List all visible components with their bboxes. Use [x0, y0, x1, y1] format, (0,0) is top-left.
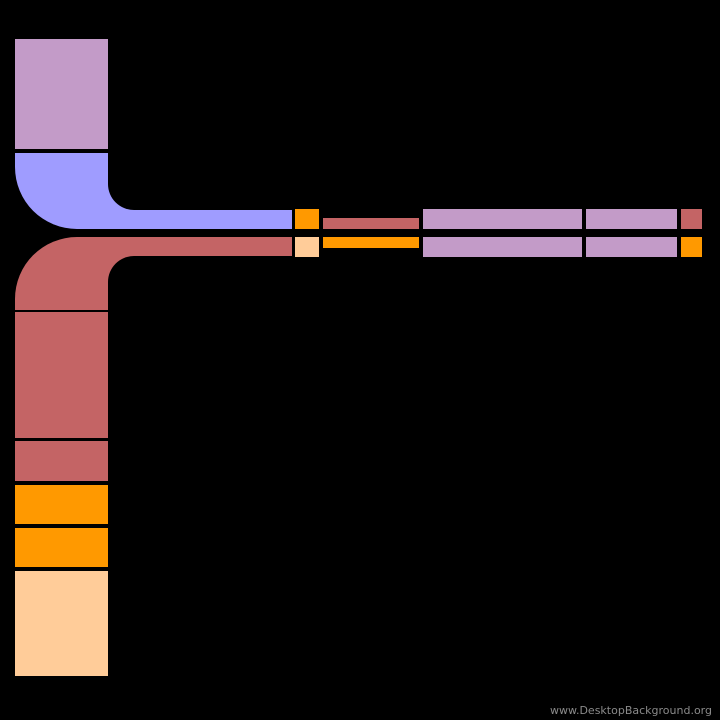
- top-elbow-periwinkle[interactable]: [15, 153, 292, 229]
- watermark-text: www.DesktopBackground.org: [549, 704, 712, 717]
- left-column-block-1[interactable]: [15, 312, 108, 438]
- upper-bar-segment-5[interactable]: [681, 209, 702, 229]
- lower-bar-segment-5[interactable]: [681, 237, 702, 257]
- bottom-elbow-cutout: [108, 256, 292, 310]
- lower-bar-segment-3[interactable]: [423, 237, 582, 257]
- upper-bar-segment-2[interactable]: [323, 218, 419, 229]
- left-column-block-2[interactable]: [15, 441, 108, 481]
- lower-bar-segment-2[interactable]: [323, 237, 419, 248]
- left-column-block-4[interactable]: [15, 528, 108, 567]
- left-column-block-3[interactable]: [15, 485, 108, 524]
- left-column-block-5[interactable]: [15, 571, 108, 676]
- upper-bar-segment-1[interactable]: [295, 209, 319, 229]
- bottom-elbow-salmon[interactable]: [15, 237, 292, 310]
- upper-bar-segment-3[interactable]: [423, 209, 582, 229]
- upper-bar-segment-4[interactable]: [586, 209, 677, 229]
- lower-bar-segment-4[interactable]: [586, 237, 677, 257]
- top-elbow-cutout: [108, 153, 292, 210]
- top-left-lilac-block[interactable]: [15, 39, 108, 149]
- lower-bar-segment-1[interactable]: [295, 237, 319, 257]
